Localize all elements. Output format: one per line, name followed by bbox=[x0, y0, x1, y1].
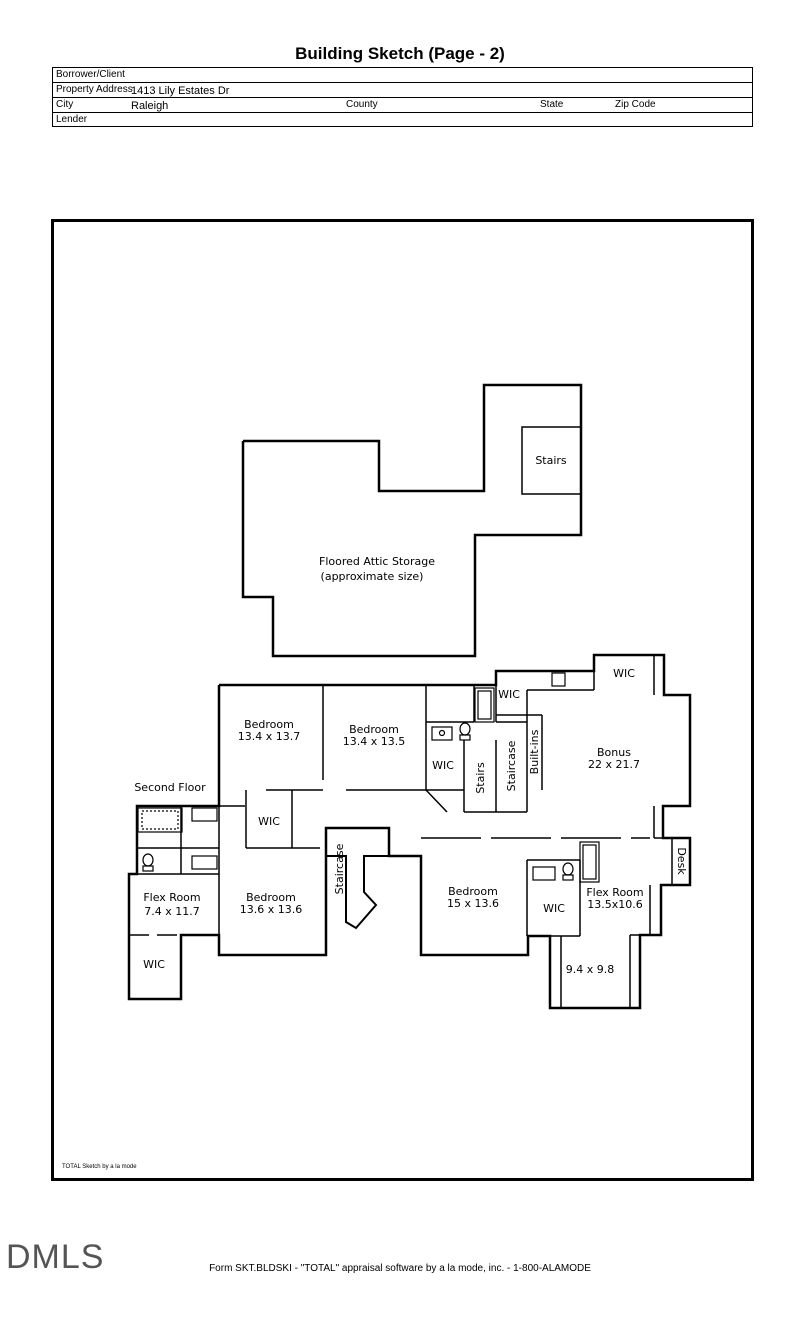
attic-stairs-label: Stairs bbox=[535, 454, 567, 467]
address-row: Property Address 1413 Lily Estates Dr bbox=[53, 83, 752, 98]
lender-row: Lender bbox=[53, 113, 752, 128]
sketch-frame bbox=[51, 219, 754, 1181]
flex-room-1-size: 7.4 x 11.7 bbox=[144, 905, 200, 918]
attic-stairs bbox=[521, 426, 582, 495]
attic-outline bbox=[241, 383, 583, 658]
main-outline bbox=[127, 653, 692, 1010]
stairs-mid-label: Stairs bbox=[474, 762, 487, 794]
zip-label: Zip Code bbox=[615, 99, 656, 110]
flex-room-2-name: Flex Room bbox=[586, 886, 643, 899]
property-info-table: Borrower/Client Property Address 1413 Li… bbox=[52, 67, 753, 127]
address-label: Property Address bbox=[56, 84, 133, 95]
borrower-row: Borrower/Client bbox=[53, 68, 752, 83]
bedroom-3-name: Bedroom bbox=[246, 891, 296, 904]
county-label: County bbox=[346, 99, 378, 110]
bonus-size: 22 x 21.7 bbox=[588, 758, 640, 771]
bedroom-4-name: Bedroom bbox=[448, 885, 498, 898]
city-label: City bbox=[56, 99, 74, 110]
city-row: City Raleigh County State Zip Code bbox=[53, 98, 752, 113]
fixtures bbox=[137, 672, 600, 883]
flex-room-1-name: Flex Room bbox=[143, 891, 200, 904]
state-label: State bbox=[540, 99, 564, 110]
bedroom-4-size: 15 x 13.6 bbox=[447, 897, 499, 910]
bedroom-3-size: 13.6 x 13.6 bbox=[240, 903, 303, 916]
bedroom-1-size: 13.4 x 13.7 bbox=[238, 730, 301, 743]
city-value: Raleigh bbox=[131, 100, 169, 112]
bedroom-2-name: Bedroom bbox=[349, 723, 399, 736]
page-title: Building Sketch (Page - 2) bbox=[295, 44, 505, 63]
lender-label: Lender bbox=[56, 114, 88, 125]
staircase-left-label: Staircase bbox=[333, 843, 346, 894]
walls bbox=[127, 383, 692, 1010]
desk-label: Desk bbox=[675, 847, 688, 875]
sketch-credit: TOTAL Sketch by a la mode bbox=[62, 1164, 137, 1170]
flex-room-2-size: 13.5x10.6 bbox=[587, 898, 643, 911]
attic-label-2: (approximate size) bbox=[321, 570, 424, 583]
staircase-right-label: Staircase bbox=[505, 740, 518, 791]
wic-label-center: WIC bbox=[258, 815, 280, 828]
bonus-name: Bonus bbox=[597, 746, 631, 759]
attic-label-1: Floored Attic Storage bbox=[319, 555, 435, 568]
bedroom-1-name: Bedroom bbox=[244, 718, 294, 731]
second-floor-label: Second Floor bbox=[134, 781, 206, 794]
borrower-label: Borrower/Client bbox=[56, 69, 125, 80]
address-value: 1413 Lily Estates Dr bbox=[131, 85, 230, 97]
wic-label-bonus: WIC bbox=[613, 667, 635, 680]
small-room-size: 9.4 x 9.8 bbox=[566, 963, 615, 976]
wic-label-bedroom-4: WIC bbox=[543, 902, 565, 915]
dmls-watermark: DMLS bbox=[6, 1238, 105, 1276]
wic-label-bath: WIC bbox=[498, 688, 520, 701]
wic-label-bedroom-2: WIC bbox=[432, 759, 454, 772]
bedroom-2-size: 13.4 x 13.5 bbox=[343, 735, 406, 748]
footer-text: Form SKT.BLDSKI - "TOTAL" appraisal soft… bbox=[209, 1263, 591, 1274]
wic-label-flex: WIC bbox=[143, 958, 165, 971]
builtins-label: Built-ins bbox=[528, 729, 541, 774]
